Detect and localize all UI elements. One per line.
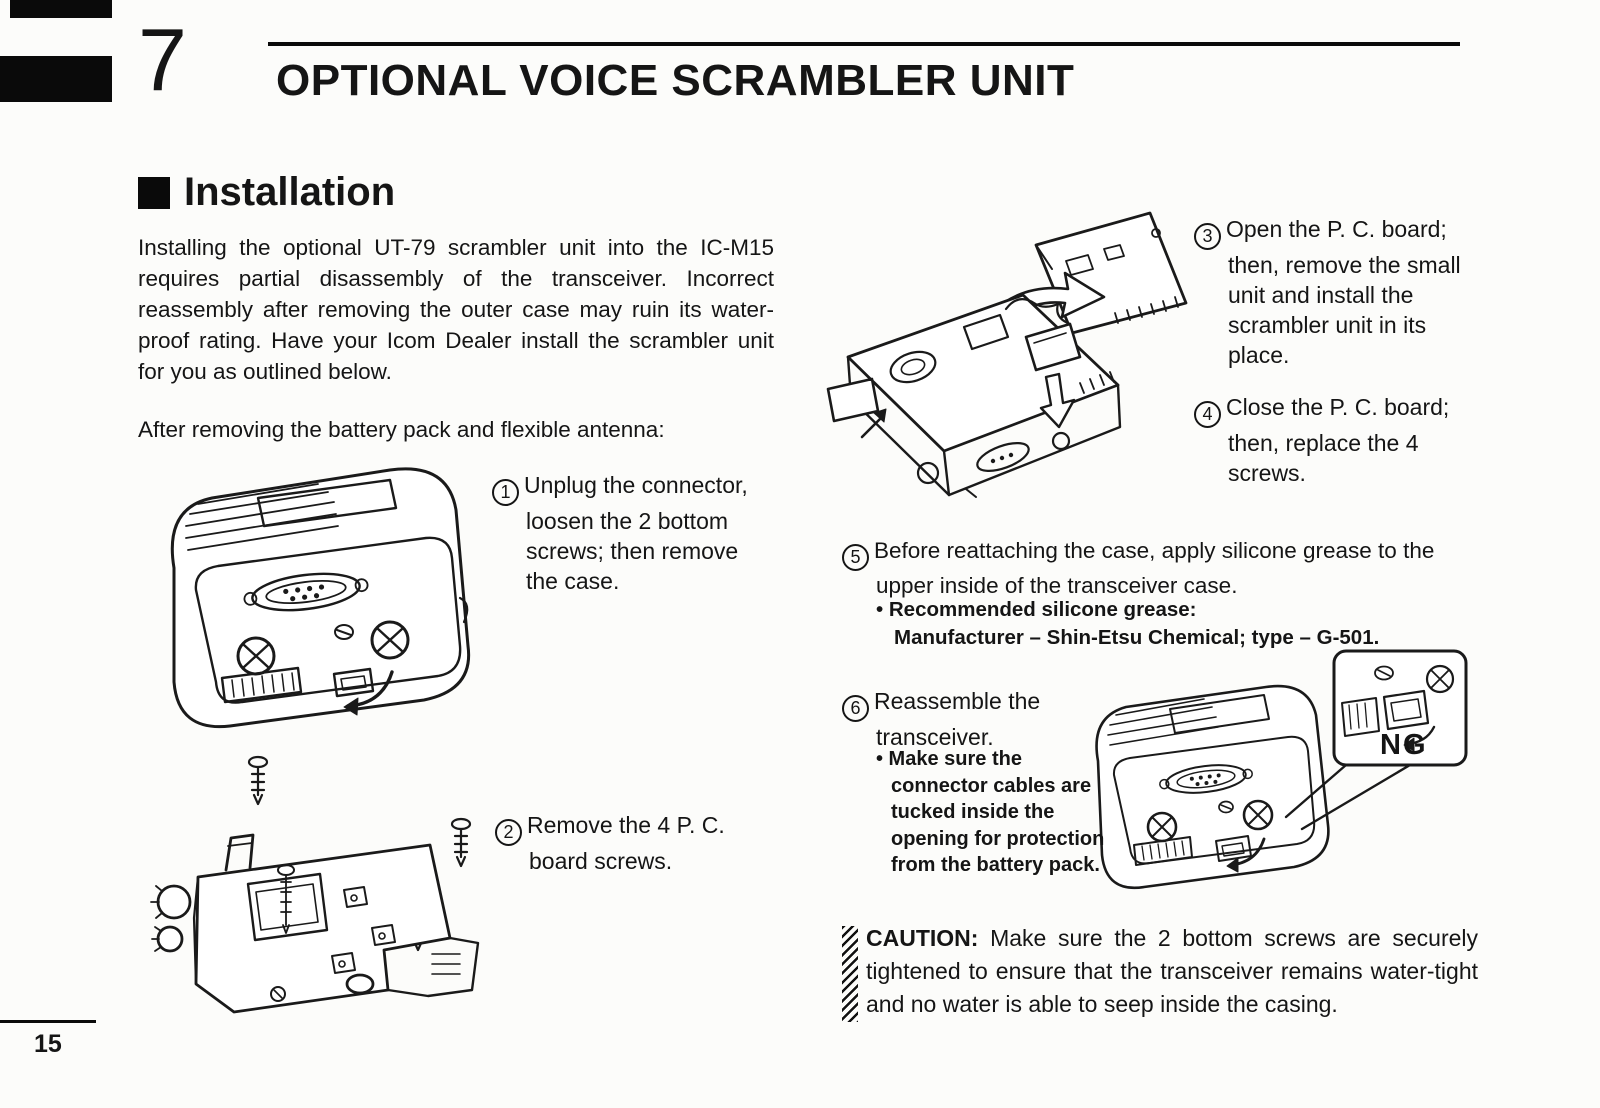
caution-paragraph: CAUTION: Make sure the 2 bottom screws a… [866, 922, 1478, 1021]
step-5-text: Before reattaching the case, apply silic… [874, 538, 1435, 598]
intro-paragraph: Installing the optional UT-79 scrambler … [138, 235, 774, 384]
illustration-pcb-screws [128, 742, 493, 1042]
page-title: OPTIONAL VOICE SCRAMBLER UNIT [276, 56, 1075, 105]
reassemble-drawing [1095, 649, 1468, 890]
ng-label: NG [1380, 729, 1428, 761]
step-2-text: Remove the 4 P. C. board screws. [527, 812, 725, 874]
installation-heading: Installation [138, 170, 395, 215]
illustration-open-pcb [818, 205, 1203, 545]
chapter-tab-mark [0, 56, 112, 102]
chassis-screws-drawing [150, 755, 480, 1014]
after-note: After removing the battery pack and flex… [138, 417, 665, 442]
step-4-text: Close the P. C. board; then, replace the… [1226, 394, 1450, 486]
chapter-number: 7 [138, 10, 187, 109]
illustration-remove-case [138, 452, 483, 747]
caution-body: Make sure the 2 bottom screws are secure… [866, 925, 1478, 1017]
installation-heading-text: Installation [184, 170, 396, 214]
grease-bullet-line2: Manufacturer – Shin-Etsu Chemical; type … [894, 626, 1380, 649]
illustration-reassemble-ng: NG [1078, 645, 1473, 920]
chapter-tab-mark-top [10, 0, 112, 18]
step-5-number: 5 [842, 544, 869, 571]
caution-hatch-icon [842, 926, 858, 1022]
step-3-text: Open the P. C. board; then, remove the s… [1226, 216, 1461, 368]
open-pcb-drawing [826, 211, 1188, 498]
footer-rule [0, 1020, 96, 1023]
step-6-text: Reassemble the transceiver. [874, 688, 1041, 750]
step-1-text: Unplug the connector, loosen the 2 botto… [524, 472, 748, 594]
step-1-number: 1 [492, 479, 519, 506]
page-number: 15 [34, 1030, 62, 1058]
reassemble-bullet: • Make sure the connector cables are tuc… [876, 748, 1105, 876]
grease-bullet-line1: • Recommended silicone grease: [876, 598, 1197, 621]
step-3-number: 3 [1194, 223, 1221, 250]
caution-label: CAUTION: [866, 925, 979, 951]
step-6-number: 6 [842, 695, 869, 722]
transceiver-bottom-view-drawing [170, 467, 471, 729]
step-2-number: 2 [495, 819, 522, 846]
title-rule [268, 42, 1460, 46]
step-4-number: 4 [1194, 401, 1221, 428]
section-square-icon [138, 176, 170, 209]
